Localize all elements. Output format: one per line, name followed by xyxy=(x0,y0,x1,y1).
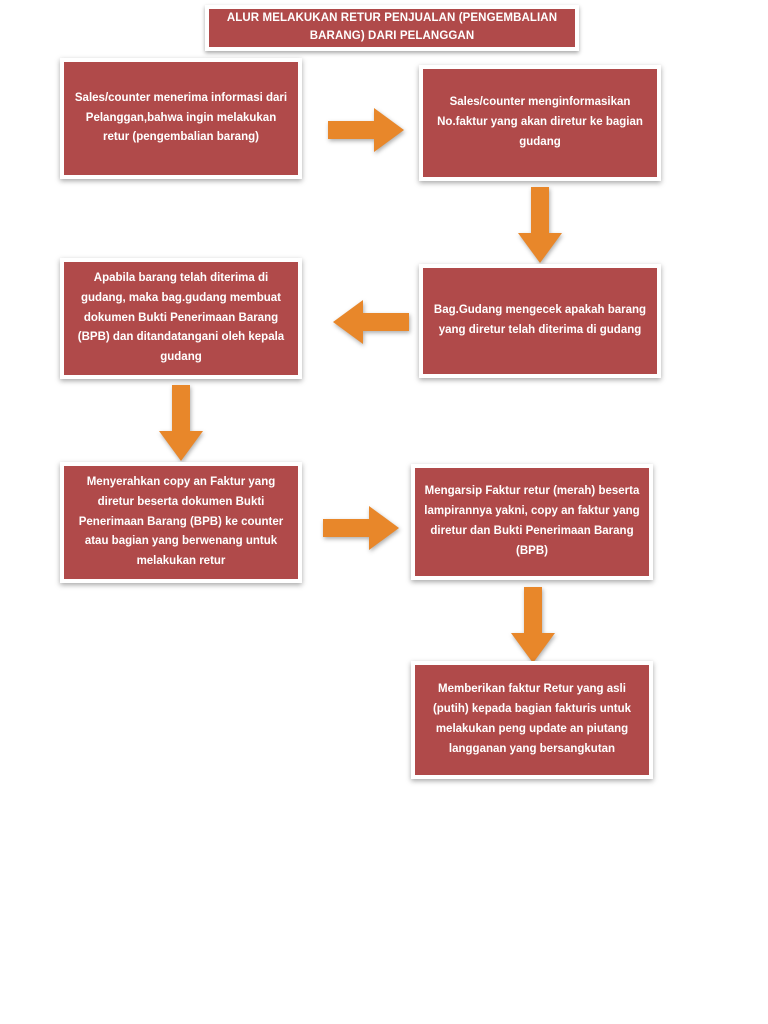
process-box-3-label: Bag.Gudang mengecek apakah barang yang d… xyxy=(433,304,647,336)
arrow-left-node3-to-node4 xyxy=(333,300,409,344)
arrow-down-node2-to-node3 xyxy=(518,187,562,263)
flowchart-title-text: ALUR MELAKUKAN RETUR PENJUALAN (PENGEMBA… xyxy=(226,12,558,42)
process-box-5[interactable]: Menyerahkan copy an Faktur yang diretur … xyxy=(60,462,302,583)
arrow-right-node5-to-node6 xyxy=(323,506,399,550)
process-box-2[interactable]: Sales/counter menginformasikan No.faktur… xyxy=(419,65,661,181)
arrow-down-node4-to-node5 xyxy=(159,385,203,461)
process-box-7-label: Memberikan faktur Retur yang asli (putih… xyxy=(432,683,632,755)
process-box-1-label: Sales/counter menerima informasi dari Pe… xyxy=(74,91,288,144)
process-box-6[interactable]: Mengarsip Faktur retur (merah) beserta l… xyxy=(411,464,653,580)
process-box-2-label: Sales/counter menginformasikan No.faktur… xyxy=(437,96,643,148)
process-box-4[interactable]: Apabila barang telah diterima di gudang,… xyxy=(60,258,302,379)
process-box-1[interactable]: Sales/counter menerima informasi dari Pe… xyxy=(60,58,302,179)
process-box-6-label: Mengarsip Faktur retur (merah) beserta l… xyxy=(424,485,640,557)
arrow-down-node6-to-node7 xyxy=(511,587,555,663)
process-box-3[interactable]: Bag.Gudang mengecek apakah barang yang d… xyxy=(419,264,661,378)
process-box-4-label: Apabila barang telah diterima di gudang,… xyxy=(77,272,285,364)
process-box-5-label: Menyerahkan copy an Faktur yang diretur … xyxy=(78,476,284,568)
process-box-7[interactable]: Memberikan faktur Retur yang asli (putih… xyxy=(411,661,653,779)
arrow-right-node1-to-node2 xyxy=(328,108,404,152)
flowchart-title-banner: ALUR MELAKUKAN RETUR PENJUALAN (PENGEMBA… xyxy=(205,5,579,51)
